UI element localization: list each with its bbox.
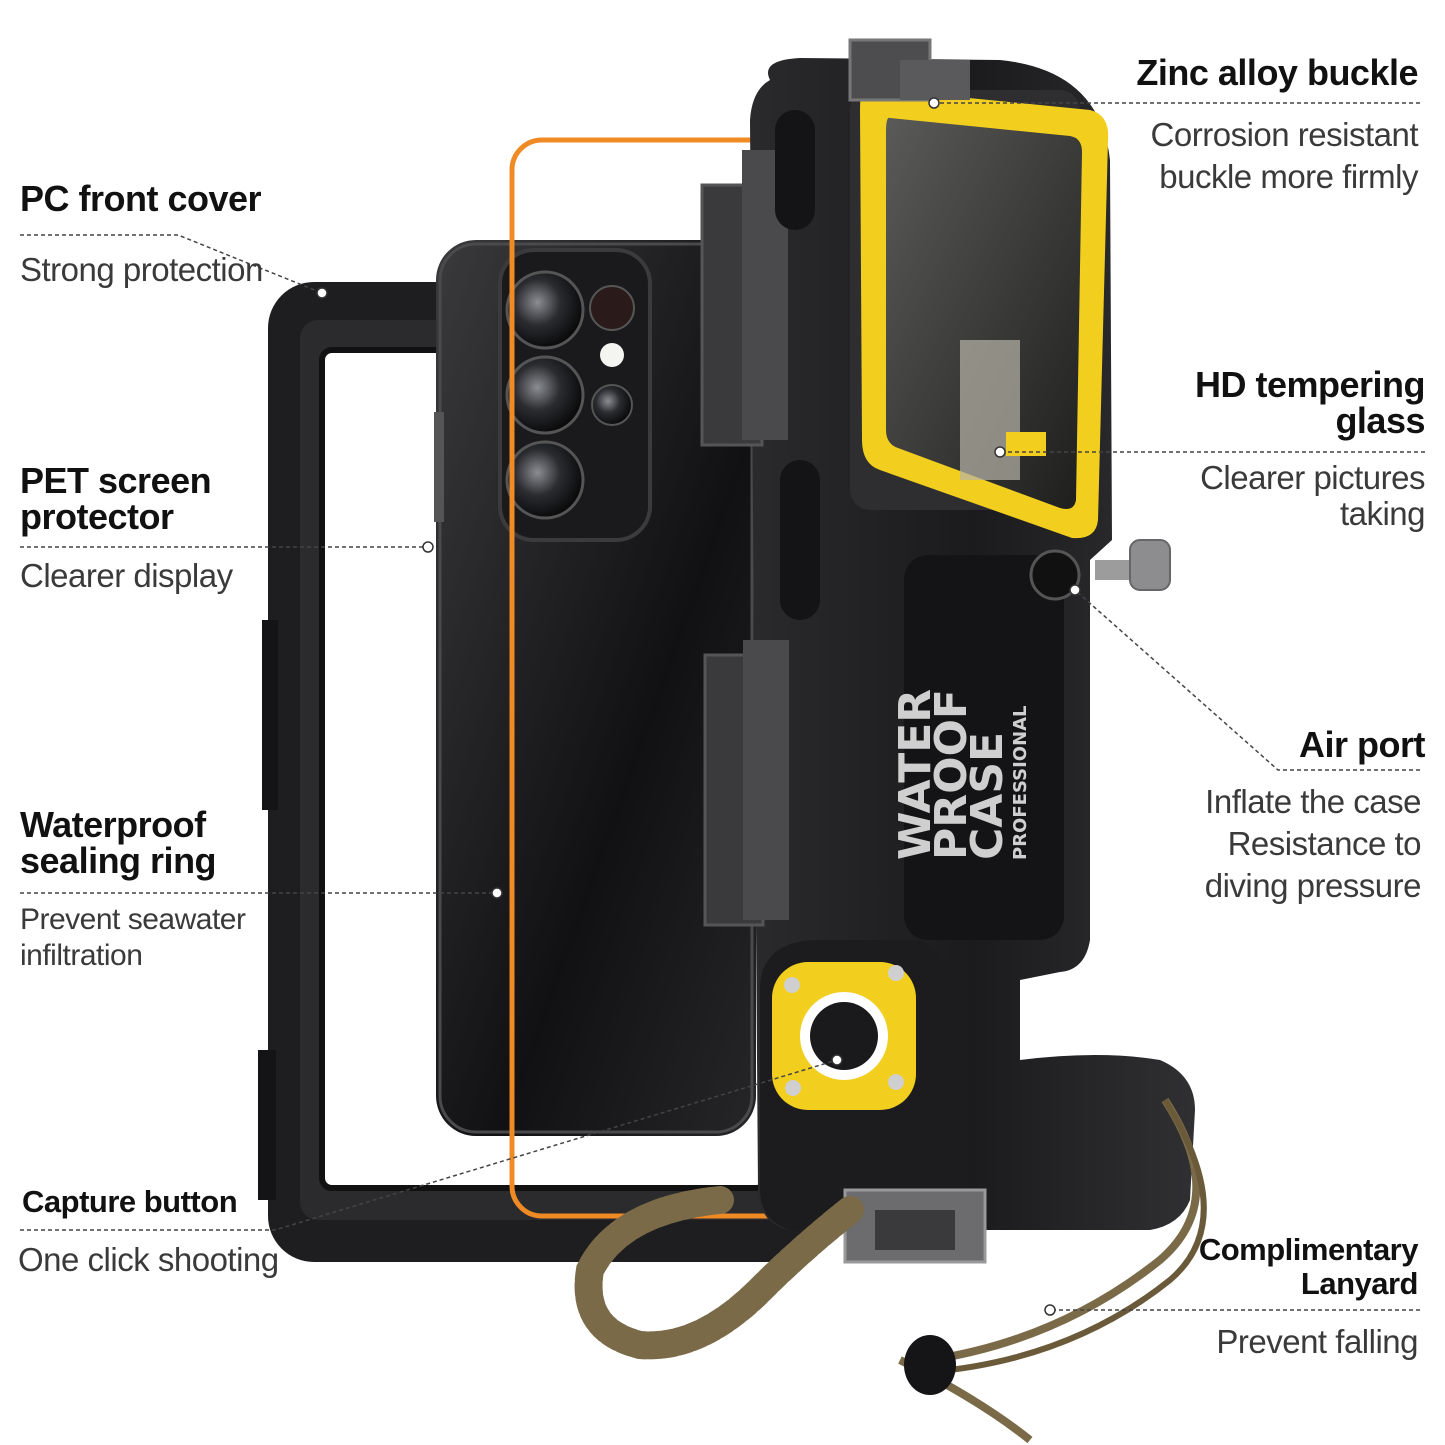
- air-port-desc-2: Resistance to: [1227, 825, 1422, 862]
- leader-dots: [316, 97, 1081, 1316]
- phone-body: [434, 240, 756, 1136]
- hd-tempering-glass-desc-2: taking: [1339, 495, 1426, 532]
- hd-tempering-glass-title-1: HD tempering: [1194, 364, 1426, 405]
- pc-front-cover-title: PC front cover: [20, 178, 262, 219]
- complimentary-lanyard-title-1: Complimentary: [1198, 1232, 1419, 1267]
- pet-screen-protector-desc: Clearer display: [20, 557, 233, 594]
- back-case: [700, 38, 1195, 1264]
- pc-front-cover-desc: Strong protection: [20, 251, 263, 288]
- air-port-title: Air port: [1299, 724, 1426, 765]
- waterproof-sealing-ring-title-2: sealing ring: [20, 840, 217, 881]
- svg-text:WATER: WATER: [890, 689, 941, 860]
- zinc-alloy-buckle-desc-2: buckle more firmly: [1159, 158, 1418, 195]
- svg-text:PROOF: PROOF: [926, 689, 977, 860]
- capture-button-desc: One click shooting: [18, 1241, 279, 1278]
- air-port-desc-1: Inflate the case: [1205, 783, 1421, 820]
- waterproof-sealing-ring-desc-2: infiltration: [20, 939, 143, 972]
- complimentary-lanyard-desc: Prevent falling: [1216, 1323, 1418, 1360]
- waterproof-sealing-ring-desc-1: Prevent seawater: [20, 903, 246, 936]
- hd-tempering-glass-title-2: glass: [1335, 400, 1425, 441]
- hd-tempering-glass-desc-1: Clearer pictures: [1200, 459, 1425, 496]
- capture-button-title: Capture button: [22, 1184, 238, 1219]
- waterproof-sealing-ring-title-1: Waterproof: [20, 804, 206, 845]
- pet-screen-protector-title-2: protector: [20, 496, 174, 537]
- svg-text:PROFESSIONAL: PROFESSIONAL: [1010, 705, 1031, 860]
- air-port-desc-3: diving pressure: [1204, 867, 1422, 904]
- pet-screen-protector-title-1: PET screen: [20, 460, 212, 501]
- zinc-alloy-buckle-desc-1: Corrosion resistant: [1150, 116, 1419, 153]
- waterproof-case-stamp: WATER PROOF CASE PROFESSIONAL: [890, 689, 1031, 860]
- svg-text:CASE: CASE: [962, 732, 1013, 860]
- lanyard: [574, 1097, 1207, 1444]
- zinc-alloy-buckle-title: Zinc alloy buckle: [1136, 52, 1418, 93]
- complimentary-lanyard-title-2: Lanyard: [1300, 1266, 1419, 1301]
- leader-lines: [20, 102, 1425, 1311]
